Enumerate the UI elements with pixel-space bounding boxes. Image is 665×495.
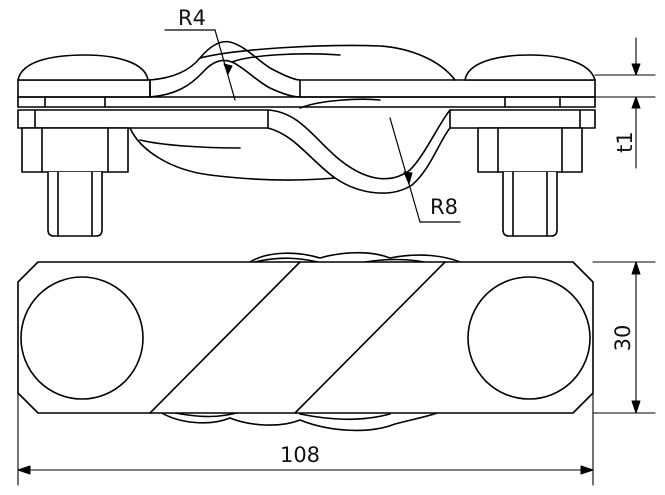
label-length-108: 108 <box>280 443 320 467</box>
lower-wave-outer <box>267 109 451 180</box>
top-wave-upper <box>249 251 461 263</box>
upper-plate-right <box>299 79 596 98</box>
side-view <box>17 29 656 237</box>
lower-plate-left <box>17 109 269 129</box>
left-bolt-circle <box>20 276 144 400</box>
upper-wave-outer <box>149 40 301 81</box>
r4-arrow <box>223 63 233 75</box>
lower-plate-right <box>449 109 596 129</box>
t1-arrow-bottom <box>631 96 641 109</box>
left-bolt-shaft <box>47 171 103 237</box>
lower-body <box>129 127 336 181</box>
left-bolt-dome <box>17 54 149 81</box>
top-view <box>17 251 656 486</box>
lower-wave-inner <box>267 127 451 194</box>
dim108-arrow-left <box>17 465 31 475</box>
right-bolt-shaft <box>502 171 558 237</box>
upper-plate-left <box>17 79 151 98</box>
twist-line-left <box>149 261 301 414</box>
lower-body-2 <box>139 139 241 149</box>
dim30-arrow-bottom <box>631 400 641 414</box>
upper-body-curve <box>231 53 341 63</box>
dim30-arrow-top <box>631 261 641 275</box>
left-nut <box>21 127 129 173</box>
right-nut <box>477 127 583 173</box>
twist-line-right <box>294 261 446 414</box>
label-t1: t1 <box>613 131 637 153</box>
label-r8: R8 <box>430 195 458 219</box>
top-plate <box>17 261 594 414</box>
t1-arrow-top <box>631 63 641 76</box>
top-wave-lower <box>159 411 441 432</box>
right-bolt-dome <box>464 54 596 81</box>
upper-body-right <box>299 98 381 109</box>
upper-body-top <box>199 44 456 81</box>
r8-arrow <box>403 171 413 185</box>
right-bolt-circle <box>467 276 591 400</box>
dim108-arrow-right <box>580 465 594 475</box>
label-width-30: 30 <box>611 325 635 352</box>
r8-leader-diagonal <box>389 117 421 223</box>
label-r4: R4 <box>178 6 206 30</box>
